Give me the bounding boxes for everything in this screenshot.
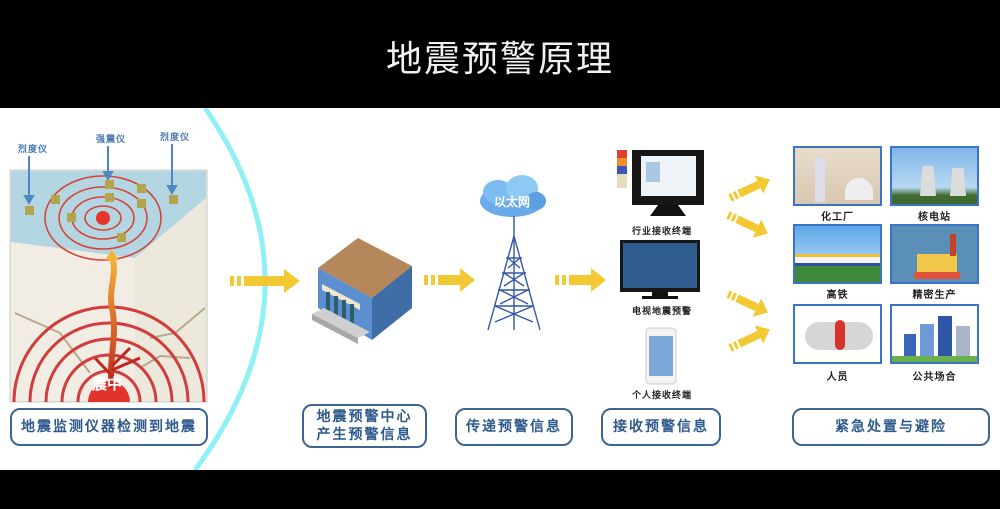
transmission-tower-icon <box>487 216 541 331</box>
header-bar: 地震预警原理 <box>0 0 1000 108</box>
page-title: 地震预警原理 <box>385 39 614 80</box>
step-box-transmit: 传递预警信息 <box>455 408 573 446</box>
ethernet-cloud-icon <box>480 175 546 217</box>
target-label-nuclear-plant: 核电站 <box>918 212 951 223</box>
step-label-generate-line2: 产生预警信息 <box>316 427 413 443</box>
target-label-public-places: 公共场合 <box>912 372 957 383</box>
step-label-detect: 地震监测仪器检测到地震 <box>21 419 197 435</box>
target-label-people: 人员 <box>826 372 849 383</box>
instrument-label-intensity-right: 烈度仪 <box>160 133 191 143</box>
warning-center-building-icon <box>312 238 412 344</box>
target-tile-precision-production <box>890 224 979 284</box>
step-label-generate-line1: 地震预警中心 <box>316 409 413 425</box>
step-label-respond: 紧急处置与避险 <box>835 419 947 435</box>
terminal-label-industry: 行业接收终端 <box>631 227 692 237</box>
terminal-label-tv: 电视地震预警 <box>631 307 692 317</box>
seismic-scene-illustration <box>9 144 208 403</box>
smartphone-icon <box>645 327 677 385</box>
footer-bar <box>0 470 1000 509</box>
target-tile-chemical-plant <box>793 146 882 206</box>
epicenter-label: 震中 <box>92 375 123 393</box>
step-box-generate: 地震预警中心 产生预警信息 <box>302 404 427 448</box>
terminal-label-personal: 个人接收终端 <box>631 391 692 401</box>
target-tile-high-speed-rail <box>793 224 882 284</box>
instrument-label-strong-motion: 强震仪 <box>96 135 127 145</box>
target-tile-nuclear-plant <box>890 146 979 206</box>
industry-terminal-monitor-icon <box>617 150 704 216</box>
target-tile-public-places <box>890 304 979 364</box>
target-label-chemical-plant: 化工厂 <box>821 212 854 223</box>
step-label-transmit: 传递预警信息 <box>466 419 562 435</box>
step-box-respond: 紧急处置与避险 <box>792 408 990 446</box>
step-box-detect: 地震监测仪器检测到地震 <box>10 408 208 446</box>
target-tile-people <box>793 304 882 364</box>
diagram-graphics <box>9 108 770 470</box>
instrument-label-intensity-left: 烈度仪 <box>18 145 49 155</box>
diagram-canvas: 烈度仪 强震仪 烈度仪 震中 以太网 行业接收终端 电视地震预警 个人接收终端 … <box>0 108 1000 470</box>
dispatch-arrows <box>726 175 770 352</box>
step-label-receive: 接收预警信息 <box>613 419 709 435</box>
target-label-high-speed-rail: 高铁 <box>826 290 849 301</box>
flow-arrows <box>230 268 606 293</box>
tv-icon <box>620 240 700 299</box>
cloud-label: 以太网 <box>494 195 531 209</box>
step-box-receive: 接收预警信息 <box>601 408 721 446</box>
target-label-precision-production: 精密生产 <box>912 290 957 301</box>
divider-arc <box>192 108 268 470</box>
